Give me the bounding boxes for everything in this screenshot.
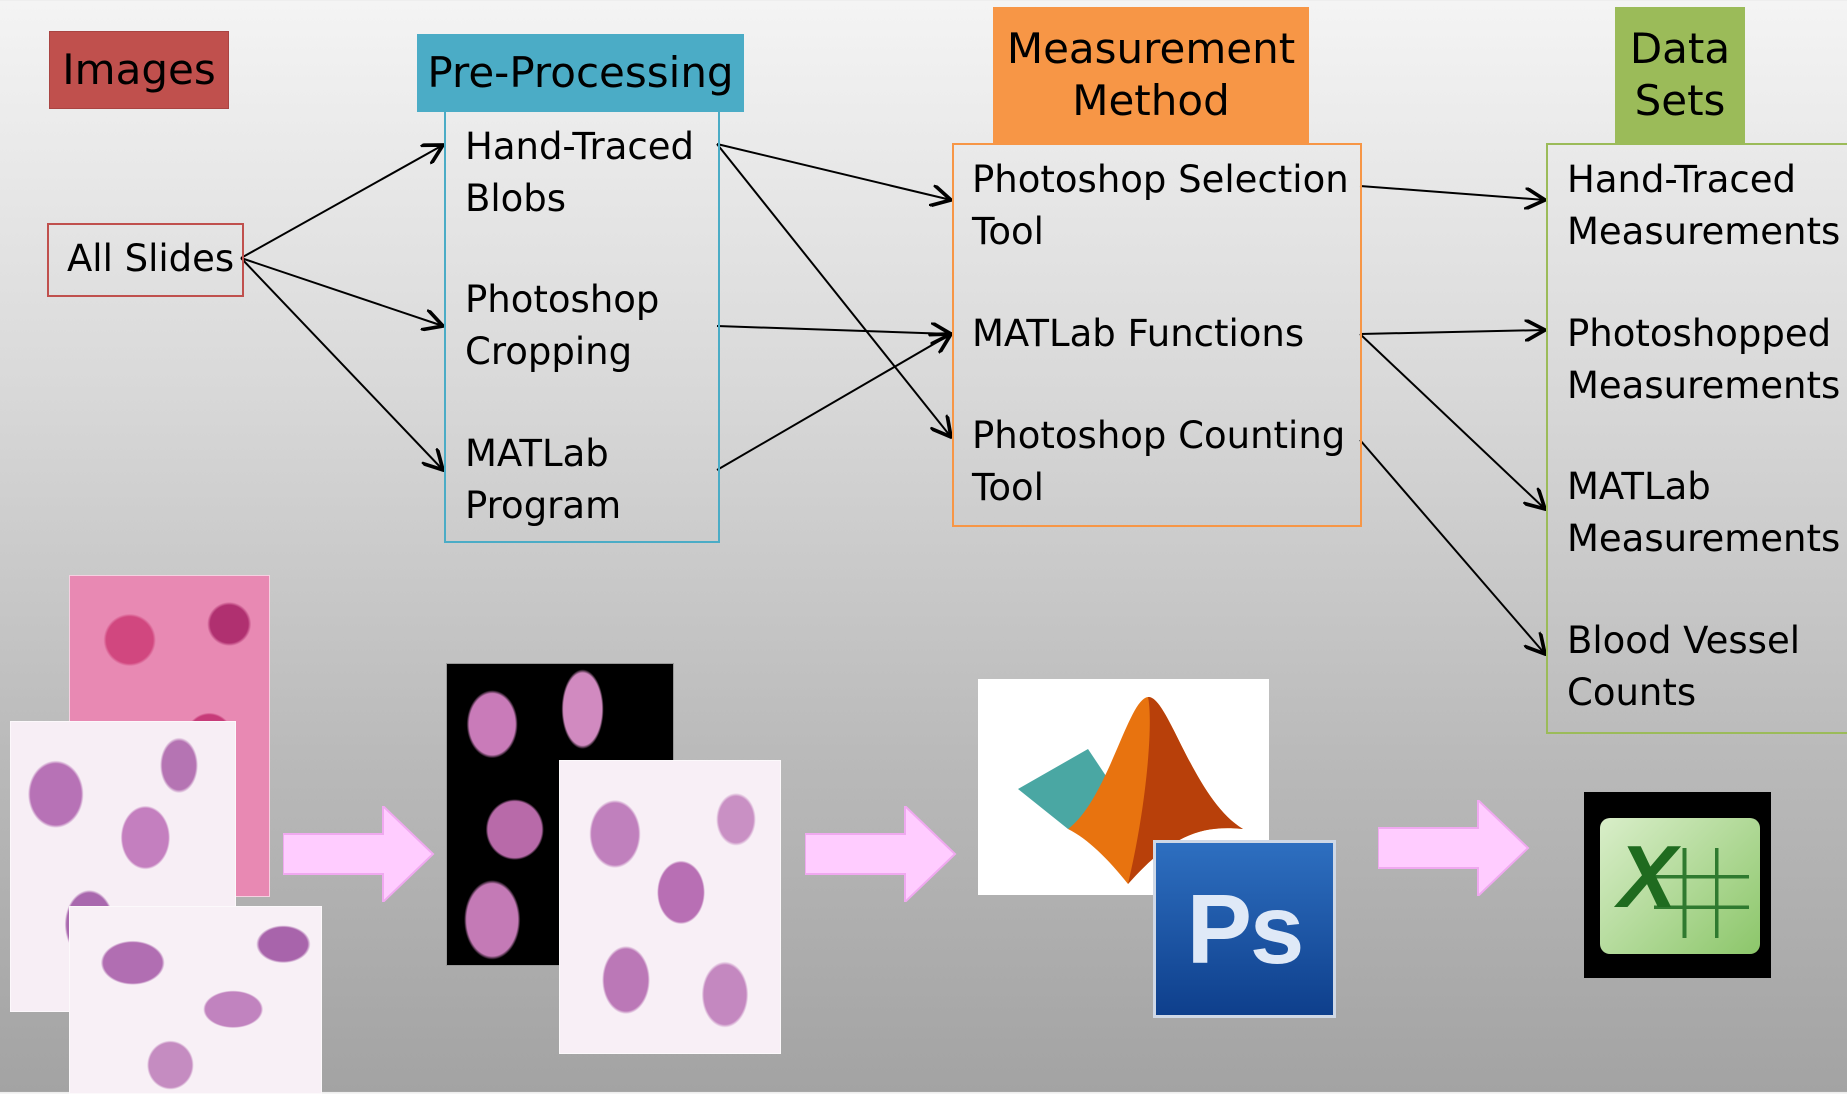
images-header-label: Images (62, 44, 216, 94)
preprocessing-item-cropping-l1: Photoshop (465, 278, 660, 321)
datasets-item-photoshopped-l1: Photoshopped (1567, 312, 1832, 355)
arrow-handtraced-selection (716, 143, 951, 200)
preprocessing-item-handtraced-l1: Hand-Traced (465, 125, 695, 168)
measurement-header: Measurement Method (993, 7, 1309, 143)
datasets-item-photoshopped: Photoshopped Measurements (1567, 308, 1840, 412)
arrow-cropping-functions (716, 326, 951, 334)
photoshop-logo: Ps (1153, 840, 1336, 1018)
measurement-item-counting: Photoshop Counting Tool (972, 410, 1345, 514)
preprocessing-item-program-l2: Program (465, 483, 622, 527)
measurement-item-counting-l2: Tool (972, 465, 1044, 509)
process-arrow-1 (283, 806, 435, 902)
matlab-logo (978, 679, 1269, 895)
datasets-item-matlab: MATLab Measurements (1567, 461, 1840, 565)
arrow-allslides-cropping (240, 257, 443, 326)
datasets-item-matlab-l1: MATLab (1567, 465, 1711, 508)
cropped-image (559, 760, 781, 1054)
measurement-header-line2: Method (1072, 76, 1230, 125)
arrow-counting-bloodvessel (1359, 439, 1545, 654)
datasets-header: Data Sets (1615, 7, 1745, 143)
preprocessing-item-cropping-l2: Cropping (465, 329, 633, 373)
measurement-item-functions-l1: MATLab Functions (972, 312, 1305, 355)
measurement-item-selection-l1: Photoshop Selection (972, 158, 1349, 201)
preprocessing-item-handtraced-l2: Blobs (465, 176, 567, 220)
datasets-item-handtraced-l1: Hand-Traced (1567, 158, 1797, 201)
preprocessing-header: Pre-Processing (417, 34, 744, 112)
all-slides-box: All Slides (47, 223, 244, 297)
datasets-item-matlab-l2: Measurements (1567, 516, 1841, 560)
process-arrow-2 (805, 806, 957, 902)
preprocessing-item-cropping: Photoshop Cropping (465, 274, 659, 378)
datasets-item-handtraced-l2: Measurements (1567, 209, 1841, 253)
photoshop-logo-text: Ps (1186, 873, 1305, 984)
images-header: Images (49, 31, 229, 109)
excel-grid-icon (1654, 848, 1749, 938)
slide-image-bottom (69, 906, 322, 1094)
datasets-item-handtraced: Hand-Traced Measurements (1567, 154, 1840, 258)
preprocessing-item-handtraced: Hand-Traced Blobs (465, 121, 694, 225)
arrow-functions-matlabmeas (1359, 333, 1545, 509)
measurement-item-selection-l2: Tool (972, 209, 1044, 253)
measurement-box: Photoshop Selection Tool MATLab Function… (952, 143, 1362, 527)
datasets-header-line1: Data (1629, 23, 1731, 73)
arrow-program-functions (716, 334, 951, 471)
measurement-header-line1: Measurement (1006, 23, 1296, 73)
preprocessing-box: Hand-Traced Blobs Photoshop Cropping MAT… (444, 112, 720, 543)
matlab-membrane-icon (1018, 696, 1243, 884)
arrow-selection-handtracedmeas (1359, 185, 1545, 200)
all-slides-label: All Slides (67, 237, 235, 280)
measurement-item-functions: MATLab Functions (972, 308, 1304, 360)
datasets-header-line2: Sets (1634, 76, 1726, 125)
preprocessing-item-program-l1: MATLab (465, 432, 609, 475)
datasets-box: Hand-Traced Measurements Photoshopped Me… (1546, 143, 1847, 734)
datasets-item-bloodvessel-l1: Blood Vessel (1567, 619, 1800, 662)
excel-logo: X (1584, 792, 1771, 978)
process-arrow-3 (1378, 800, 1530, 896)
arrow-allslides-handtraced (240, 145, 443, 259)
datasets-item-photoshopped-l2: Measurements (1567, 363, 1841, 407)
arrow-allslides-matlabprog (240, 257, 443, 470)
arrow-functions-photoshopped (1359, 330, 1545, 334)
preprocessing-item-program: MATLab Program (465, 428, 621, 532)
datasets-item-bloodvessel: Blood Vessel Counts (1567, 615, 1800, 719)
measurement-item-counting-l1: Photoshop Counting (972, 414, 1346, 457)
measurement-item-selection: Photoshop Selection Tool (972, 154, 1349, 258)
datasets-item-bloodvessel-l2: Counts (1567, 670, 1697, 714)
preprocessing-header-label: Pre-Processing (427, 47, 734, 97)
excel-logo-text: X (1618, 827, 1677, 926)
arrow-handtraced-counting (716, 143, 951, 437)
